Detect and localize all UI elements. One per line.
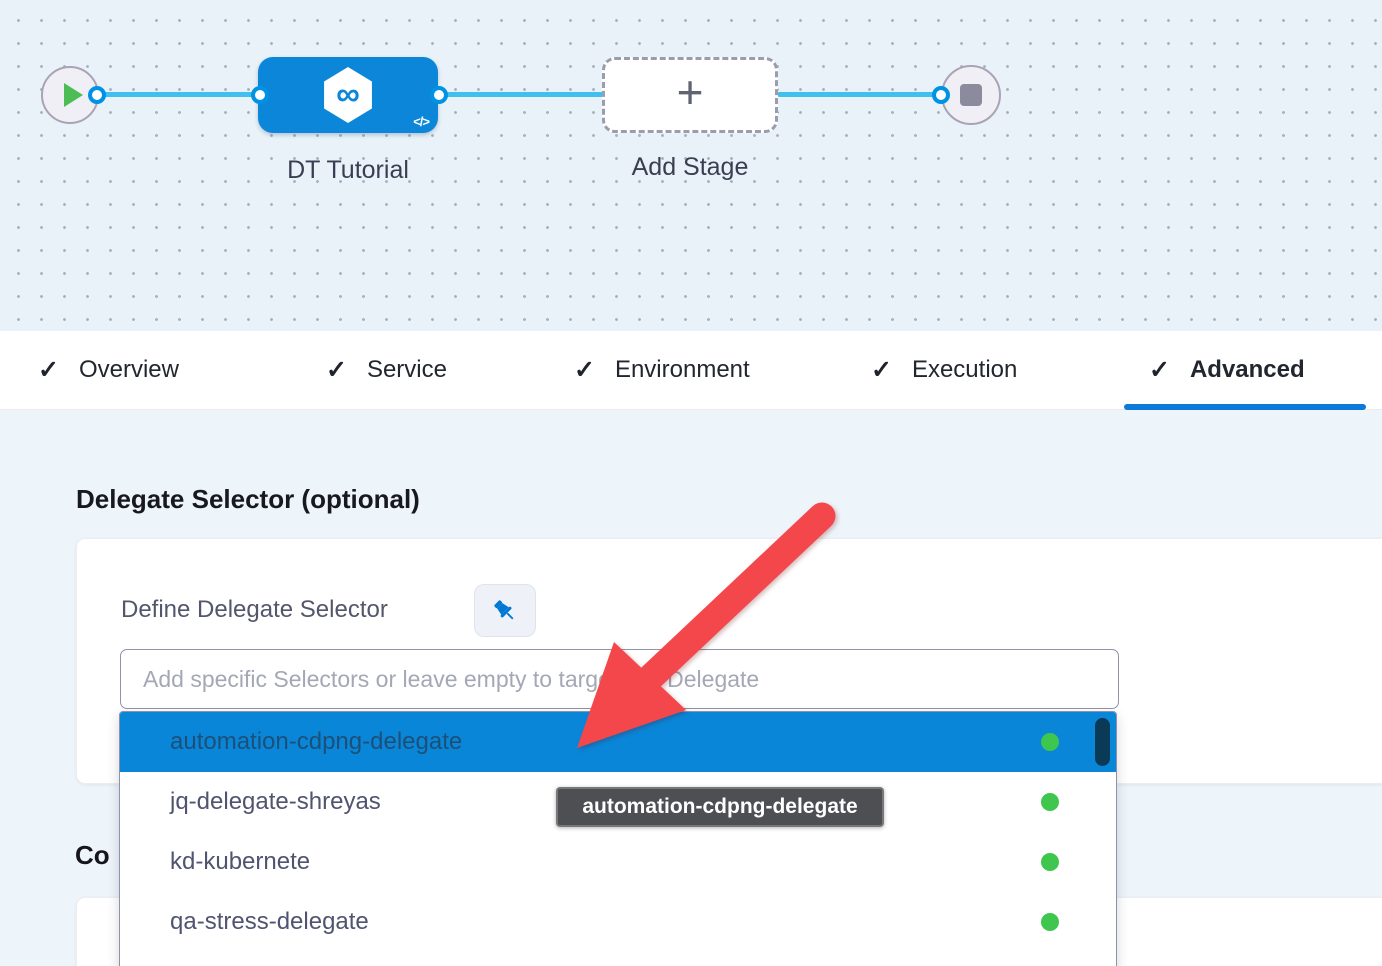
tab-label: Advanced [1189,356,1305,383]
tooltip-text: automation-cdpng-delegate [582,795,858,818]
add-stage-label: Add Stage [631,153,749,181]
add-stage-button[interactable]: + [602,57,778,133]
status-dot-icon [1041,793,1059,811]
check-icon: ✓ [574,356,595,384]
option-label: qa-stress-delegate [170,908,369,935]
connector-line [439,92,606,97]
dropdown-option[interactable]: automation-cdpng-delegate [120,712,1116,772]
infinity-glyph: ∞ [336,75,360,112]
node-port[interactable] [251,86,269,104]
connector-line [97,92,262,97]
status-dot-icon [1041,733,1059,751]
active-tab-underline [1124,404,1366,410]
check-icon: ✓ [38,356,59,384]
delegate-selector-heading: Delegate Selector (optional) [76,484,420,514]
code-icon: </> [413,114,430,129]
tab-label: Execution [911,356,1018,383]
dropdown-option[interactable]: qa-stress-delegate [120,892,1116,952]
check-icon: ✓ [1149,356,1170,384]
stage-node-dt-tutorial[interactable]: ∞ </> [258,57,438,133]
harness-logo-icon: ∞ [324,67,372,123]
tab-environment[interactable]: ✓ Environment [574,331,750,409]
stage-node-label: DT Tutorial [287,156,409,184]
define-delegate-selector-label: Define Delegate Selector [121,596,388,623]
option-tooltip: automation-cdpng-delegate [556,787,884,827]
tab-overview[interactable]: ✓ Overview [38,331,179,409]
status-dot-icon [1041,853,1059,871]
node-port[interactable] [932,86,950,104]
connector-line [777,92,943,97]
status-dot-icon [1041,913,1059,931]
tab-advanced[interactable]: ✓ Advanced [1149,331,1305,409]
dropdown-option[interactable]: kd-kubernete [120,832,1116,892]
delegate-options-dropdown: automation-cdpng-delegate jq-delegate-sh… [119,711,1117,966]
option-label: jq-delegate-shreyas [170,788,381,815]
tab-label: Service [366,356,447,383]
advanced-tab-content: Delegate Selector (optional) Define Dele… [0,410,1382,966]
tab-label: Overview [78,356,179,383]
check-icon: ✓ [871,356,892,384]
dropdown-option[interactable]: jq-delegate-shreyas [120,772,1116,832]
pushpin-icon [494,599,514,619]
dropdown-scrollbar-thumb[interactable] [1095,718,1110,766]
tab-label: Environment [614,356,750,383]
stage-config-tabbar: ✓ Overview ✓ Service ✓ Environment ✓ Exe… [0,331,1382,410]
node-port[interactable] [88,86,106,104]
option-label: kd-kubernete [170,848,311,875]
pin-toggle-button[interactable] [474,584,536,637]
check-icon: ✓ [326,356,347,384]
tab-service[interactable]: ✓ Service [326,331,447,409]
tab-execution[interactable]: ✓ Execution [871,331,1017,409]
plus-icon: + [676,66,704,118]
stop-icon [960,84,982,106]
pipeline-canvas[interactable]: ∞ </> + DT Tutorial Add Stage [0,0,1382,331]
delegate-selector-input[interactable] [120,649,1119,709]
pipeline-end-node[interactable] [941,65,1001,125]
next-section-heading-partial: Co [75,840,110,870]
node-port[interactable] [430,86,448,104]
option-label: automation-cdpng-delegate [170,728,463,755]
play-icon [63,83,83,107]
